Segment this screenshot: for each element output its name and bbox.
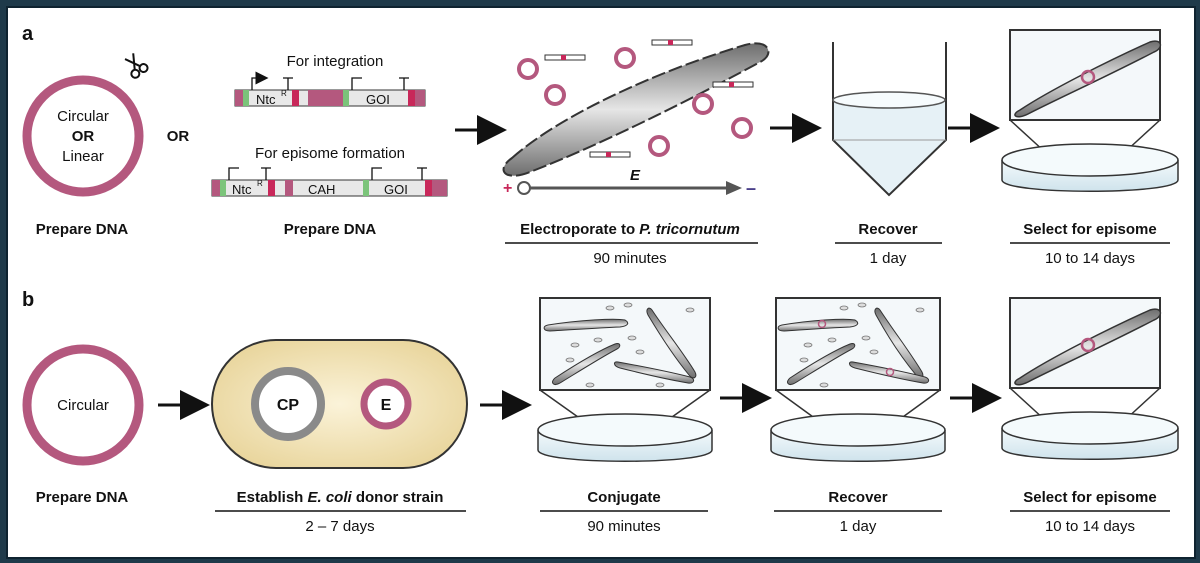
for-integration-label: For integration	[287, 53, 384, 70]
goi-label-2: GOI	[384, 182, 408, 197]
circle-text-linear: Linear	[62, 148, 104, 165]
integration-construct: Ntc R GOI	[234, 71, 426, 107]
e-plasmid-label: E	[381, 397, 392, 414]
step-b1-title: Prepare DNA	[36, 489, 129, 506]
step-a5-duration: 10 to 14 days	[1045, 250, 1135, 267]
svg-text:–: –	[746, 178, 756, 198]
recovery-tube	[832, 42, 947, 197]
cp-label: CP	[277, 397, 300, 414]
step-a3-duration: 90 minutes	[593, 250, 666, 267]
step-b5-duration: 10 to 14 days	[1045, 518, 1135, 535]
step-b2-duration: 2 – 7 days	[305, 518, 374, 535]
step-a4-duration: 1 day	[870, 250, 907, 267]
step-b3-duration: 90 minutes	[587, 518, 660, 535]
step-a5-title: Select for episome	[1023, 221, 1156, 238]
ntc-sup-1: R	[281, 89, 287, 98]
ntc-label-1: Ntc	[256, 92, 276, 107]
step-b3-title: Conjugate	[587, 489, 660, 506]
episome-construct: Ntc R CAH GOI	[211, 167, 448, 197]
field-label-e: E	[630, 167, 641, 184]
plasmid-group-electroporation	[517, 39, 754, 158]
circle-text-circular: Circular	[57, 108, 109, 125]
panel-a-letter: a	[22, 23, 34, 45]
dna-circle-b: Circular	[22, 344, 144, 466]
step-b4-title: Recover	[828, 489, 887, 506]
goi-label-1: GOI	[366, 92, 390, 107]
dna-circle-a: Circular OR Linear	[22, 75, 144, 197]
petri-dish-a	[1001, 29, 1179, 192]
panel-b-letter: b	[22, 289, 34, 311]
ntc-label-2: Ntc	[232, 182, 252, 197]
step-b2-title: Establish E. coli donor strain	[237, 489, 444, 506]
petri-dish-conjugate	[537, 297, 713, 462]
diatom-cell-electroporation	[502, 42, 770, 177]
petri-dish-recover-b	[770, 297, 946, 462]
step-b4-duration: 1 day	[840, 518, 877, 535]
step-a4-title: Recover	[858, 221, 917, 238]
circle-b-text: Circular	[57, 397, 109, 414]
circle-text-or: OR	[72, 128, 95, 145]
or-between-text: OR	[167, 128, 190, 145]
electric-field-arrow: + E –	[503, 167, 756, 198]
ecoli-donor-cell: CP E	[211, 339, 468, 469]
step-a1-title: Prepare DNA	[36, 221, 129, 238]
scissors-icon	[124, 53, 149, 79]
for-episome-label: For episome formation	[255, 145, 405, 162]
petri-dish-b	[1001, 297, 1179, 460]
ntc-sup-2: R	[257, 179, 263, 188]
svg-text:+: +	[503, 180, 512, 197]
step-b5-title: Select for episome	[1023, 489, 1156, 506]
figure-frame	[6, 6, 1196, 559]
cah-label: CAH	[308, 182, 335, 197]
step-a3-title: Electroporate to P. tricornutum	[520, 221, 740, 238]
step-a2-title: Prepare DNA	[284, 221, 377, 238]
